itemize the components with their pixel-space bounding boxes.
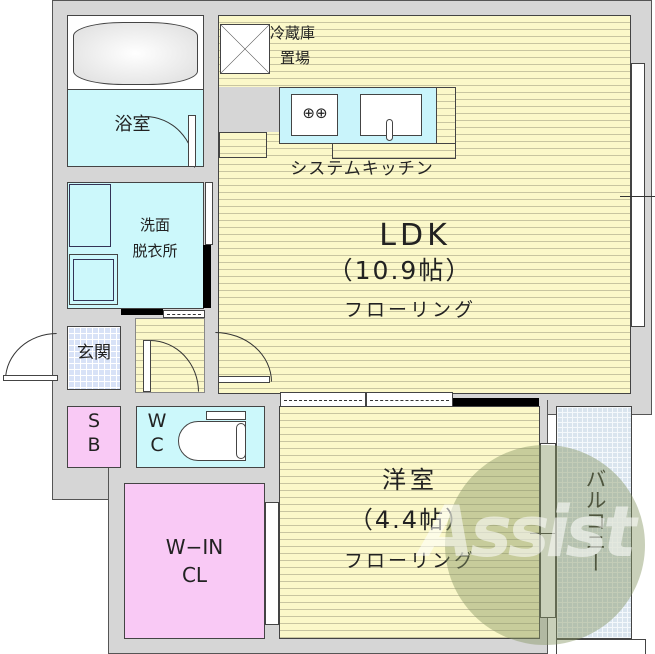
stove[interactable] (291, 94, 338, 136)
wall-black-2 (121, 309, 163, 315)
faucet-icon (386, 119, 393, 141)
sliding-door-3[interactable] (453, 398, 539, 406)
walkin-label-2: CL (181, 563, 208, 587)
sb-label-1: S (87, 410, 101, 432)
washing-machine-inner (73, 259, 114, 301)
room-shoebox (67, 406, 121, 468)
ldk-window[interactable] (631, 63, 645, 327)
wc-label-1: W (147, 410, 167, 432)
kitchen-label: システムキッチン (290, 159, 434, 179)
western-name: 洋室 (382, 466, 438, 494)
kitchen-wall (219, 87, 284, 132)
burner-icon: ⊕⊕ (302, 104, 328, 122)
toilet-tank (206, 411, 246, 420)
entrance-label: 玄関 (77, 343, 111, 363)
room-entrance (67, 326, 121, 390)
front-door[interactable] (5, 333, 57, 380)
room-ldk-lower (218, 158, 631, 394)
sb-label-2: B (87, 434, 101, 456)
room-walkin-closet (124, 483, 265, 639)
room-western (279, 406, 540, 639)
western-size: （4.4帖） (348, 506, 472, 534)
western-window[interactable] (540, 443, 556, 618)
toilet[interactable] (178, 421, 246, 461)
sliding-door-washroom[interactable] (163, 310, 205, 318)
washroom-label-1: 洗面 (139, 216, 170, 234)
sliding-door-ldk-side[interactable] (205, 182, 213, 245)
front-door-panel (3, 375, 58, 381)
ldk-door-panel (218, 376, 270, 383)
wc-label-2: C (150, 434, 164, 456)
closet-door[interactable] (265, 502, 279, 625)
hall-door-panel (143, 340, 151, 392)
kitchen-counter-front (332, 143, 456, 159)
kitchen-pantry (219, 132, 267, 158)
walkin-label-1: W−IN (165, 535, 224, 559)
western-floor: フローリング (343, 550, 476, 572)
fridge-label-2: 置場 (280, 49, 311, 67)
balcony-label: バルコニー (583, 468, 607, 573)
window-center-line (620, 196, 655, 197)
bath-label: 浴室 (114, 114, 151, 135)
ldk-size: （10.9帖） (327, 256, 473, 285)
ldk-floor: フローリング (343, 299, 476, 321)
window-center-line-2 (530, 533, 560, 534)
bathtub (73, 22, 198, 85)
washroom-label-2: 脱衣所 (132, 242, 178, 260)
toilet-seat (236, 423, 246, 459)
washing-machine (69, 254, 118, 305)
vanity[interactable] (69, 184, 111, 247)
fridge-label-1: 冷蔵庫 (270, 24, 316, 42)
ldk-name: LDK (379, 218, 451, 253)
kitchen-counter-end (436, 87, 456, 144)
fridge-space (220, 24, 270, 74)
bath-door-panel (188, 115, 196, 167)
balcony-edge (556, 639, 646, 654)
wall-black-1 (203, 245, 211, 308)
balcony (556, 406, 632, 639)
